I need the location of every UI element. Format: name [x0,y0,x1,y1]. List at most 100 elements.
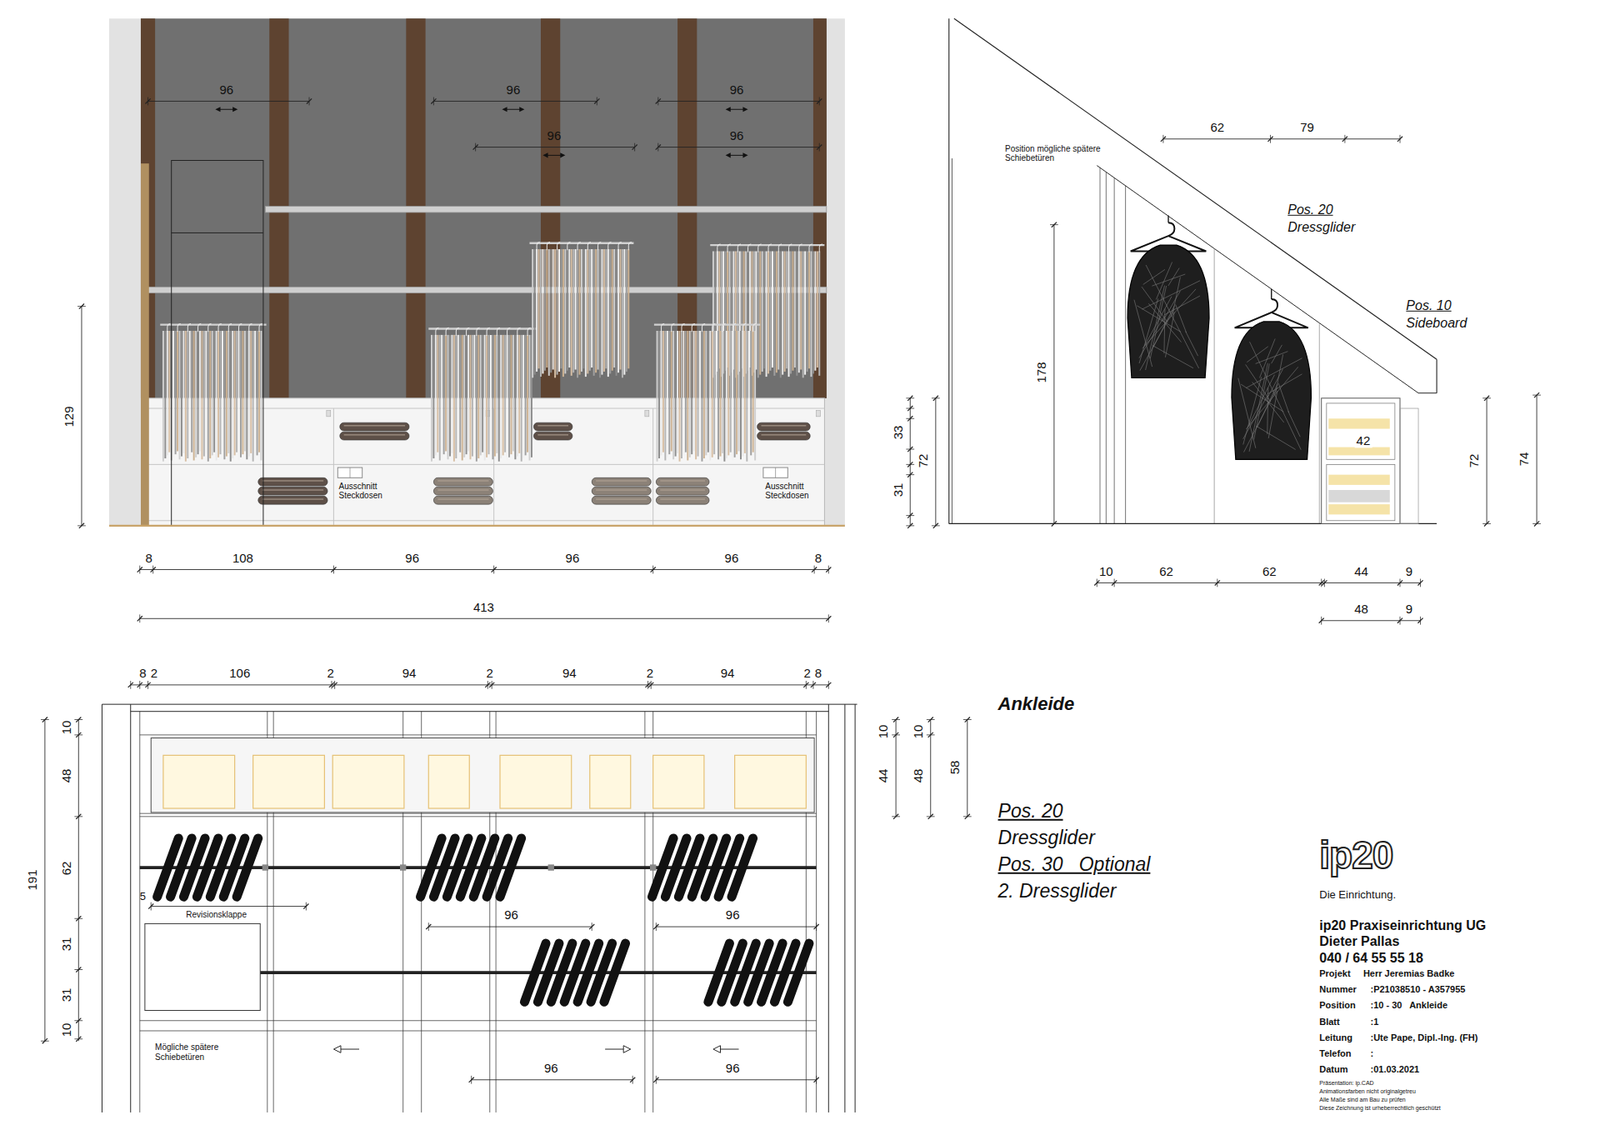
annotation: :Ute Pape, Dipl.-Ing. (FH) [1370,1032,1478,1044]
hanging-clothes [538,249,540,369]
hanging-clothes [730,330,732,453]
hanging-clothes [541,249,544,374]
hanger-hook [778,244,782,253]
clothes-rail [530,241,635,244]
garment-mesh [1145,285,1165,370]
dimension-value: 96 [725,1060,740,1075]
dimension-tick [1215,580,1220,585]
dimension-value: 10 [910,725,925,740]
hanging-clothes [611,249,614,371]
hanging-clothes [690,330,693,455]
hanging-clothes [495,335,498,454]
hanger-hook [758,244,762,253]
clothes-rail [428,327,537,330]
dimension-tick [1417,580,1423,585]
hanger-hook [768,244,772,253]
hanging-clothes [812,250,815,374]
rolled-towel [660,490,705,491]
garment-mesh [1266,387,1269,435]
hanging-clothes [522,335,525,459]
hanging-clothes [453,335,455,462]
hanging-clothes [221,330,224,451]
garment-mesh [1142,289,1196,349]
storage-box [500,755,572,809]
dimension-tick [907,446,913,452]
sideboard-divider [333,408,335,526]
hanging-clothes [467,335,470,452]
hanging-clothes [195,330,197,458]
handle [326,410,331,416]
hanging-clothes [566,249,569,371]
sideboard-top-view [150,738,815,813]
rolled-towel [433,495,493,505]
hanging-clothes [197,330,200,455]
hanging-clothes [491,335,494,460]
annotation: Pos. 20 [1287,202,1333,218]
dimension-tick [473,145,479,150]
rolled-towel [595,490,647,491]
dimension-tick [150,566,156,572]
dimension-line [1486,398,1488,525]
hanger-hook [435,327,440,336]
hanger-hook [618,241,622,250]
hanging-clothes [759,250,761,375]
hanging-clothes [686,330,689,461]
dimension-line [433,100,597,102]
hanging-clothes [752,330,755,453]
hanging-clothes [564,249,566,374]
dimension-line [148,100,310,102]
rolled-towel [591,495,651,505]
dimension-tick [1484,395,1490,401]
wall-line [951,158,953,524]
hanging-clothes [227,330,230,454]
hanging-clothes [531,249,534,378]
dimension-tick [825,682,831,688]
rolled-towel [595,499,647,500]
slide-arrow [725,152,731,158]
dimension-value: 94 [720,666,735,681]
hanging-clothes [506,335,509,461]
dimension-value: 96 [544,1060,559,1075]
hanger-hook [727,244,731,253]
hanging-clothes [445,335,447,452]
plan-line [139,711,140,1113]
dimension-value: 10 [1099,564,1114,579]
annotation: 040 / 64 55 55 18 [1319,950,1424,966]
cabinet-line [1319,322,1320,524]
hanging-clothes [240,330,242,458]
annotation: Herr Jeremias Badke [1363,968,1455,980]
annotation: ip20 Praxiseinrichtung UG [1319,917,1486,933]
hanger-hook [628,241,632,250]
hanger-hook [748,244,752,253]
dimension-value: 2 [150,666,158,681]
rolled-towel [262,499,324,500]
hanging-clothes [447,335,450,460]
dimension-tick [303,904,309,910]
drawer-line [148,520,825,521]
cabinet-line [1100,167,1101,525]
hanging-clothes [461,335,464,461]
dimension-value: 94 [402,666,417,681]
garment-mesh [1151,274,1185,286]
dimension-tick [75,1018,81,1024]
dimension-line [78,720,80,1042]
garment-mesh [1244,387,1278,452]
dimension-tick [489,682,495,688]
storage-box [332,755,405,809]
hanging-clothes [185,330,187,462]
hanging-clothes [562,249,565,377]
hanging-clothes [617,249,620,373]
dimension-value: 5 [140,890,146,904]
hanging-clothes [488,335,490,455]
storage-box [653,755,705,809]
door-arrow [623,1045,631,1054]
hanging-clothes [209,330,211,459]
storage-box [590,755,631,809]
garment-mesh [1250,341,1302,450]
dimension-value: 72 [1467,454,1482,469]
dimension-tick [1094,580,1100,585]
hanging-clothes [252,330,255,462]
garment-mesh [1245,358,1302,389]
garment-mesh [1249,363,1268,452]
door-arrow [713,1045,721,1054]
